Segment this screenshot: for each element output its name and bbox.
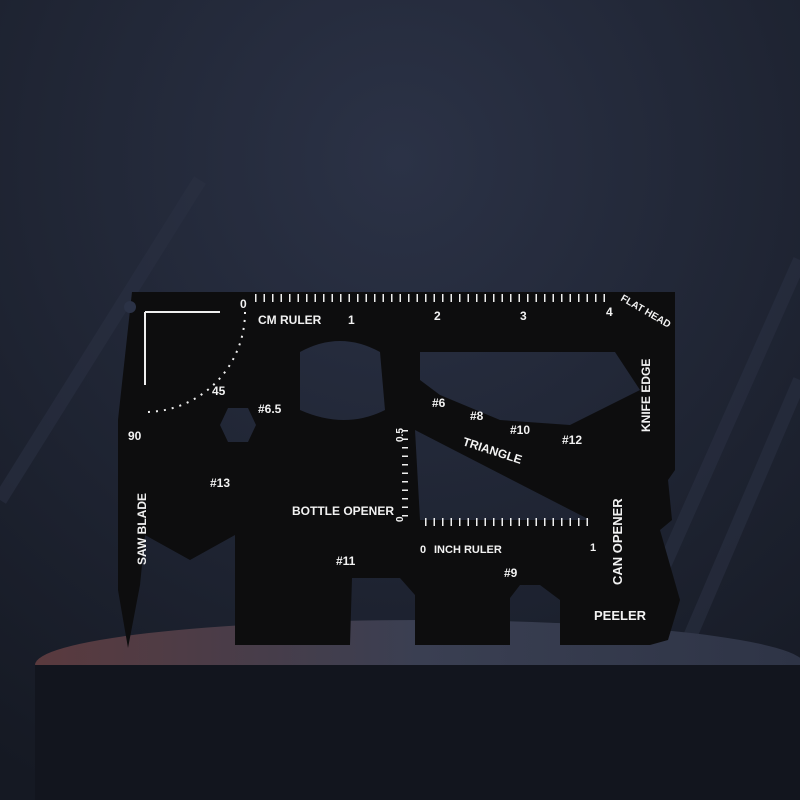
cm-tick-3: 3 xyxy=(520,309,527,323)
lanyard-hole xyxy=(124,301,136,313)
cm-tick-1: 1 xyxy=(348,313,355,327)
vertical-scale-0: 0 xyxy=(395,516,406,522)
bottle-opener-label: BOTTLE OPENER xyxy=(292,504,394,518)
pedestal-base xyxy=(35,665,800,800)
saw-blade-label: SAW BLADE xyxy=(135,493,149,565)
knife-edge-label: KNIFE EDGE xyxy=(639,359,653,432)
can-opener-label: CAN OPENER xyxy=(610,498,625,585)
multitool-card xyxy=(118,292,680,648)
angle-gauge-arc xyxy=(144,311,246,413)
wrench-9-label: #9 xyxy=(504,566,518,580)
wrench-6-label: #6 xyxy=(432,396,446,410)
vertical-scale-0-5: 0.5 xyxy=(395,428,406,442)
cm-tick-4: 4 xyxy=(606,305,613,319)
angle-gauge-lines xyxy=(144,311,220,385)
inch-ruler-label: INCH RULER xyxy=(434,544,502,556)
wrench-11-label: #11 xyxy=(336,554,356,568)
cm-ruler-label: CM RULER xyxy=(258,313,322,327)
cm-tick-2: 2 xyxy=(434,309,441,323)
inch-ruler-zero: 0 xyxy=(420,544,426,556)
wrench-10-label: #10 xyxy=(510,423,530,437)
wrench-12-label: #12 xyxy=(562,433,582,447)
angle-45-label: 45 xyxy=(212,384,226,398)
wrench-6-5-label: #6.5 xyxy=(258,402,282,416)
wrench-8-label: #8 xyxy=(470,409,484,423)
angle-90-label: 90 xyxy=(128,429,142,443)
wrench-13-label: #13 xyxy=(210,476,230,490)
cm-tick-0: 0 xyxy=(240,297,247,311)
inch-ruler-one: 1 xyxy=(590,542,596,554)
peeler-label: PEELER xyxy=(594,608,647,623)
